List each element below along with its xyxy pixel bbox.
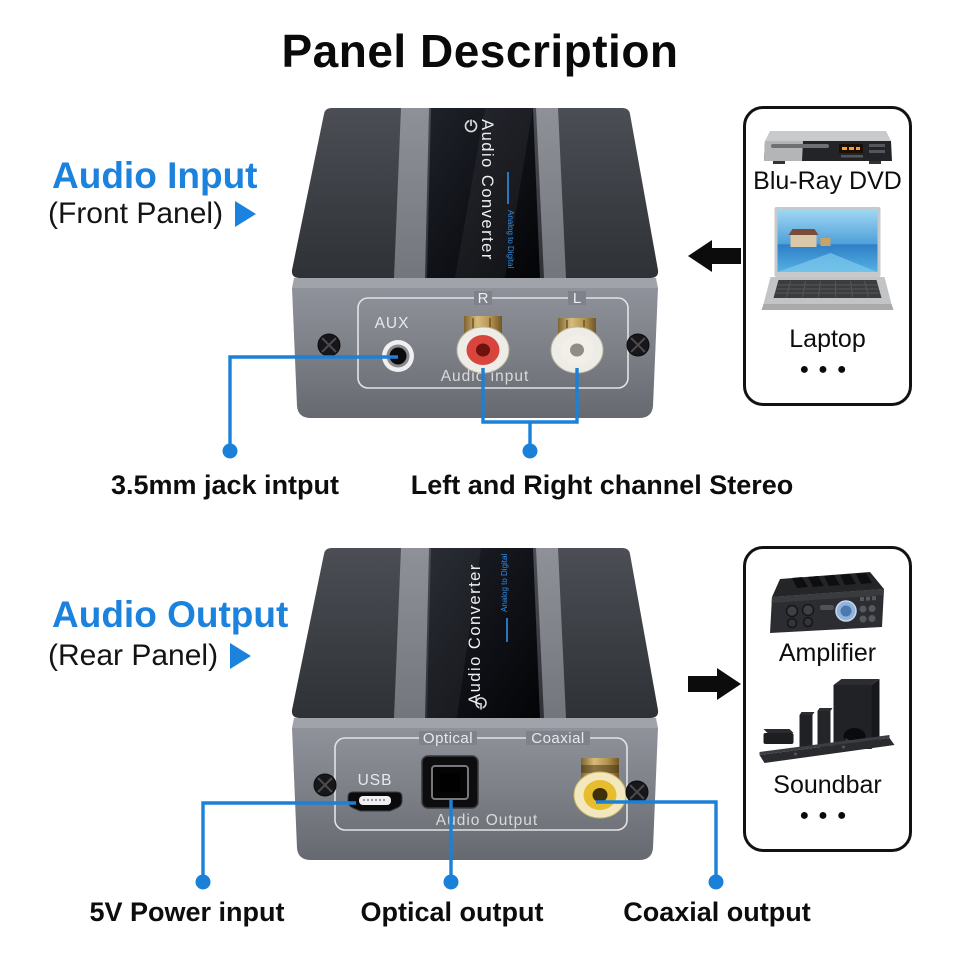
blu-ray-dvd-label: Blu-Ray DVD <box>753 167 902 195</box>
device-name-text: Audio Converter <box>478 119 496 261</box>
device-top-band-right <box>536 548 566 718</box>
label-chip <box>568 291 586 305</box>
label-chip <box>474 291 492 305</box>
device-rear-lip <box>292 718 658 728</box>
callout-dot <box>708 874 724 890</box>
page-title: Panel Description <box>281 25 679 77</box>
power-icon <box>475 697 487 711</box>
callout-label-coaxial: Coaxial output <box>623 897 811 927</box>
soundbar-image <box>759 679 894 763</box>
audio-output-heading: Audio Output <box>52 594 289 635</box>
aux-jack-hole <box>389 347 407 365</box>
audio-converter-front-view: Audio Converter Analog to Digital R L AU… <box>291 108 659 418</box>
play-triangle-icon <box>235 201 257 227</box>
rca-jack-red <box>456 316 510 374</box>
audio-output-panel-label: Audio Output <box>436 812 538 829</box>
coaxial-port-label: Coaxial <box>531 730 585 747</box>
more-devices-indicator: ●●● <box>799 361 856 378</box>
screw-icon <box>625 780 649 804</box>
rear-panel-subheading: (Rear Panel) <box>48 639 252 673</box>
aux-label: AUX <box>375 315 410 332</box>
rca-right-label: R <box>478 290 489 307</box>
gloss-highlight <box>455 108 533 278</box>
power-icon <box>464 118 478 133</box>
screw-icon <box>313 773 337 797</box>
callout-label-stereo: Left and Right channel Stereo <box>410 470 794 500</box>
usb-label: USB <box>358 772 393 789</box>
callout-label-power: 5V Power input <box>89 897 285 927</box>
callout-dot <box>522 443 538 459</box>
callout-dot <box>195 874 211 890</box>
sink-devices-box: Amplifier Soundbar ●●● <box>743 546 912 852</box>
front-panel-label: (Front Panel) <box>48 197 224 230</box>
device-top-band-right <box>536 108 566 278</box>
rca-left-label: L <box>573 290 581 307</box>
laptop-label: Laptop <box>789 325 866 353</box>
blu-ray-dvd-image <box>763 131 892 164</box>
audio-input-panel-label: Audio input <box>441 368 530 385</box>
rear-panel-label: (Rear Panel) <box>48 639 219 672</box>
coaxial-rca-jack <box>573 758 627 819</box>
optical-port-label: Optical <box>423 730 473 747</box>
callout-dot <box>443 874 459 890</box>
label-chip <box>419 731 477 745</box>
audio-input-heading: Audio Input <box>52 155 258 196</box>
screw-icon <box>317 333 341 357</box>
soundbar-label: Soundbar <box>773 771 882 799</box>
amplifier-image <box>769 572 884 633</box>
device-tagline-text: Analog to Digital <box>500 554 509 612</box>
device-top-band-left <box>394 108 429 278</box>
device-top-band-left <box>394 548 429 718</box>
amplifier-label: Amplifier <box>778 639 877 667</box>
front-panel-subheading: (Front Panel) <box>48 197 257 231</box>
device-gloss-panel <box>427 108 540 278</box>
micro-usb-port <box>347 791 403 812</box>
callout-dot <box>222 443 238 459</box>
arrow-right-icon <box>688 668 741 700</box>
play-triangle-icon <box>230 643 252 669</box>
device-gloss-panel <box>427 548 540 718</box>
arrow-left-icon <box>688 240 741 272</box>
screw-icon <box>626 333 650 357</box>
gloss-highlight <box>427 548 481 718</box>
optical-toslink-port <box>421 755 479 809</box>
more-devices-indicator: ●●● <box>799 807 856 824</box>
audio-converter-rear-view: Audio Converter Analog to Digital Optica… <box>291 548 659 860</box>
callout-label-optical: Optical output <box>360 897 544 927</box>
callout-label-aux: 3.5mm jack intput <box>110 470 340 500</box>
label-chip <box>526 731 590 745</box>
device-tagline-text: Analog to Digital <box>506 210 515 268</box>
rca-jack-white <box>550 318 604 374</box>
device-front-lip <box>292 278 658 288</box>
device-name-text: Audio Converter <box>466 563 484 705</box>
source-devices-box: Blu-Ray DVD Laptop ●●● <box>743 106 912 406</box>
laptop-image <box>761 207 893 310</box>
